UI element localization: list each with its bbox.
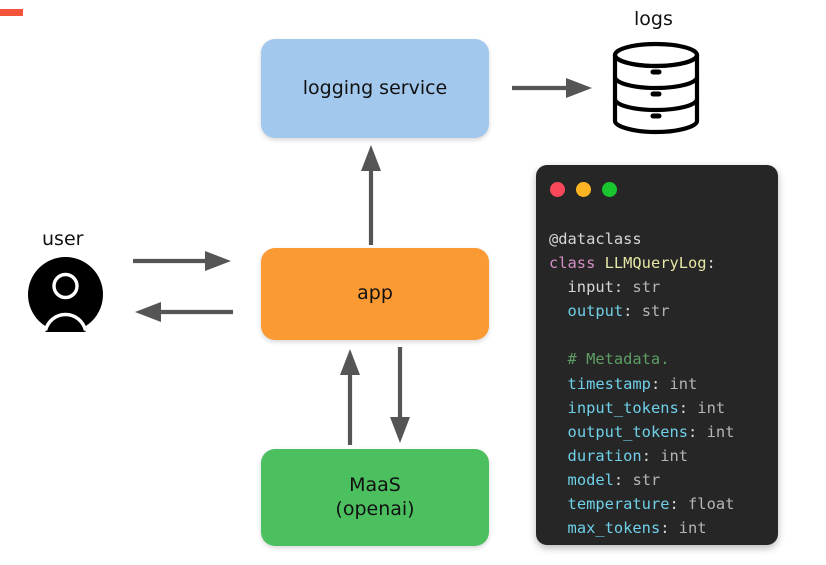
code-token: : (641, 446, 661, 465)
accent-bar (0, 9, 23, 16)
window-controls (550, 182, 617, 197)
code-token: input (549, 278, 614, 297)
code-token: output_tokens (567, 422, 689, 441)
node-maas-label: MaaS (openai) (335, 474, 415, 520)
code-token (549, 519, 568, 537)
minimize-window-button[interactable] (576, 182, 591, 197)
arrow-logging-service-to-database (512, 78, 592, 98)
code-token: : (669, 495, 689, 514)
code-token: temperature (567, 495, 670, 514)
code-line: # Metadata. (549, 347, 772, 371)
user-avatar-icon (28, 257, 103, 332)
code-token: : (660, 519, 679, 538)
code-token: output (567, 302, 624, 321)
database-icon (612, 41, 700, 135)
code-line: output_tokens: int (549, 420, 772, 444)
code-token: : (623, 302, 642, 321)
close-window-button[interactable] (550, 182, 565, 197)
arrow-maas-to-app (340, 349, 360, 445)
code-token: int (678, 519, 707, 538)
code-token: str (641, 302, 670, 321)
code-token: : (688, 422, 707, 441)
code-token (549, 302, 568, 320)
code-token: : (613, 470, 633, 489)
code-line: input_tokens: int (549, 396, 772, 420)
code-line: input: str (549, 275, 772, 299)
code-line: model: str (549, 468, 772, 492)
code-token: duration (567, 446, 642, 465)
code-line: max_tokens: int (549, 516, 772, 540)
code-token (549, 447, 568, 465)
arrow-user-to-app (133, 251, 231, 271)
code-token: timestamp (567, 374, 651, 393)
code-token: # Metadata. (549, 350, 670, 369)
arrow-app-to-logging-service (361, 145, 381, 245)
arrow-app-to-maas (390, 347, 410, 443)
code-line: duration: int (549, 444, 772, 468)
node-logging-service-label: logging service (302, 76, 448, 99)
code-token: input_tokens (567, 398, 679, 417)
code-token: : (650, 374, 670, 393)
code-token: str (632, 278, 661, 297)
arrow-app-to-user (135, 302, 233, 322)
code-line: class LLMQueryLog: (549, 251, 772, 275)
node-app[interactable]: app (261, 248, 489, 340)
node-app-label: app (357, 282, 393, 305)
code-token: @dataclass (549, 230, 642, 248)
code-token: : (678, 398, 698, 417)
code-token (549, 399, 568, 417)
code-line: temperature: float (549, 492, 772, 516)
code-token: class (549, 254, 605, 273)
code-token: model (567, 470, 614, 489)
code-token: int (706, 422, 735, 441)
code-token: : (613, 278, 633, 297)
logs-label: logs (634, 8, 673, 30)
code-token: : (706, 254, 716, 273)
code-token (549, 423, 568, 441)
code-token: int (697, 398, 726, 417)
code-line (549, 323, 772, 347)
code-token (549, 471, 568, 489)
maximize-window-button[interactable] (602, 182, 617, 197)
node-logging-service[interactable]: logging service (261, 39, 489, 138)
code-token: int (660, 446, 689, 465)
node-maas[interactable]: MaaS (openai) (261, 449, 489, 546)
code-token: str (632, 470, 661, 489)
code-token (549, 495, 568, 513)
code-line: @dataclass (549, 227, 772, 251)
code-token: float (688, 495, 735, 514)
code-line: output: str (549, 299, 772, 323)
code-token: max_tokens (567, 519, 661, 538)
user-label: user (42, 228, 84, 250)
code-token: LLMQueryLog (604, 254, 707, 273)
code-token (549, 375, 568, 393)
code-line: timestamp: int (549, 372, 772, 396)
code-token: int (669, 374, 698, 393)
